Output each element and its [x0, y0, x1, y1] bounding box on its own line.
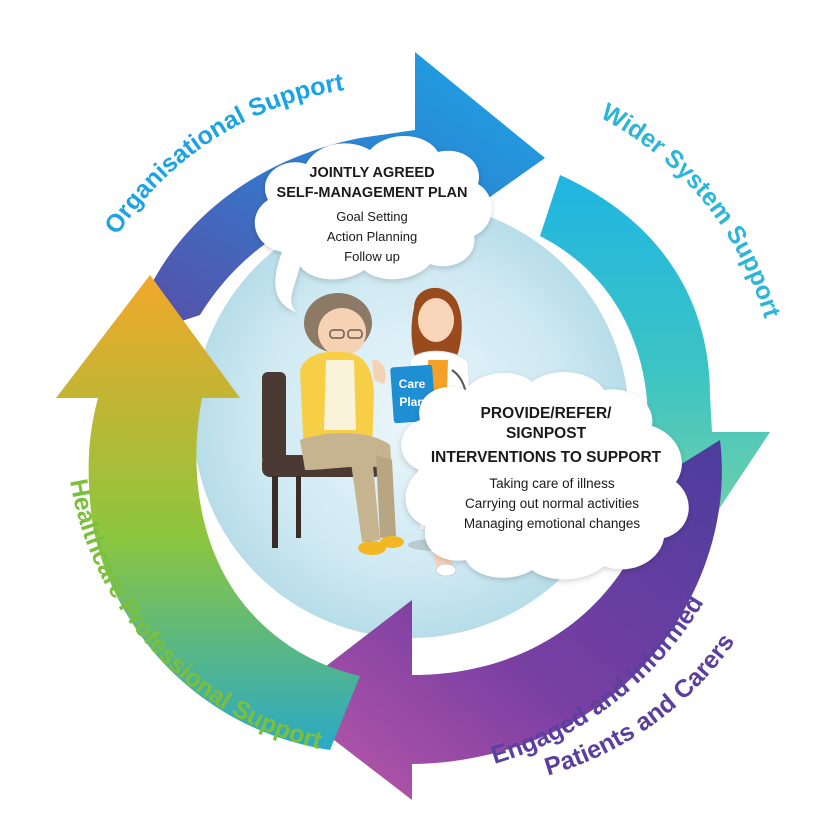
cloud-interventions	[401, 372, 689, 580]
cloud-top-item-follow-up: Follow up	[344, 249, 400, 264]
patient-figure	[300, 293, 404, 555]
cloud-bottom-title-3: INTERVENTIONS TO SUPPORT	[431, 449, 662, 466]
cloud-top-title-2: SELF-MANAGEMENT PLAN	[277, 185, 468, 201]
cloud-self-management-plan	[254, 135, 492, 312]
arrow-healthcare	[56, 275, 360, 750]
cloud-top-item-goal-setting: Goal Setting	[336, 209, 408, 224]
cloud-bottom-item-activities: Carrying out normal activities	[465, 496, 639, 511]
cloud-bottom-title-1: PROVIDE/REFER/	[481, 405, 613, 422]
care-plan-text-1: Care	[399, 377, 426, 391]
arrow-engaged	[282, 440, 722, 800]
cloud-top-item-action-planning: Action Planning	[327, 229, 417, 244]
cloud-bottom-item-emotional: Managing emotional changes	[464, 516, 641, 531]
cloud-bottom-item-illness: Taking care of illness	[489, 476, 615, 491]
care-plan-text-2: Plan	[399, 395, 424, 409]
cloud-bottom-title-2: SIGNPOST	[506, 425, 587, 442]
cloud-top-title-1: JOINTLY AGREED	[309, 165, 434, 181]
